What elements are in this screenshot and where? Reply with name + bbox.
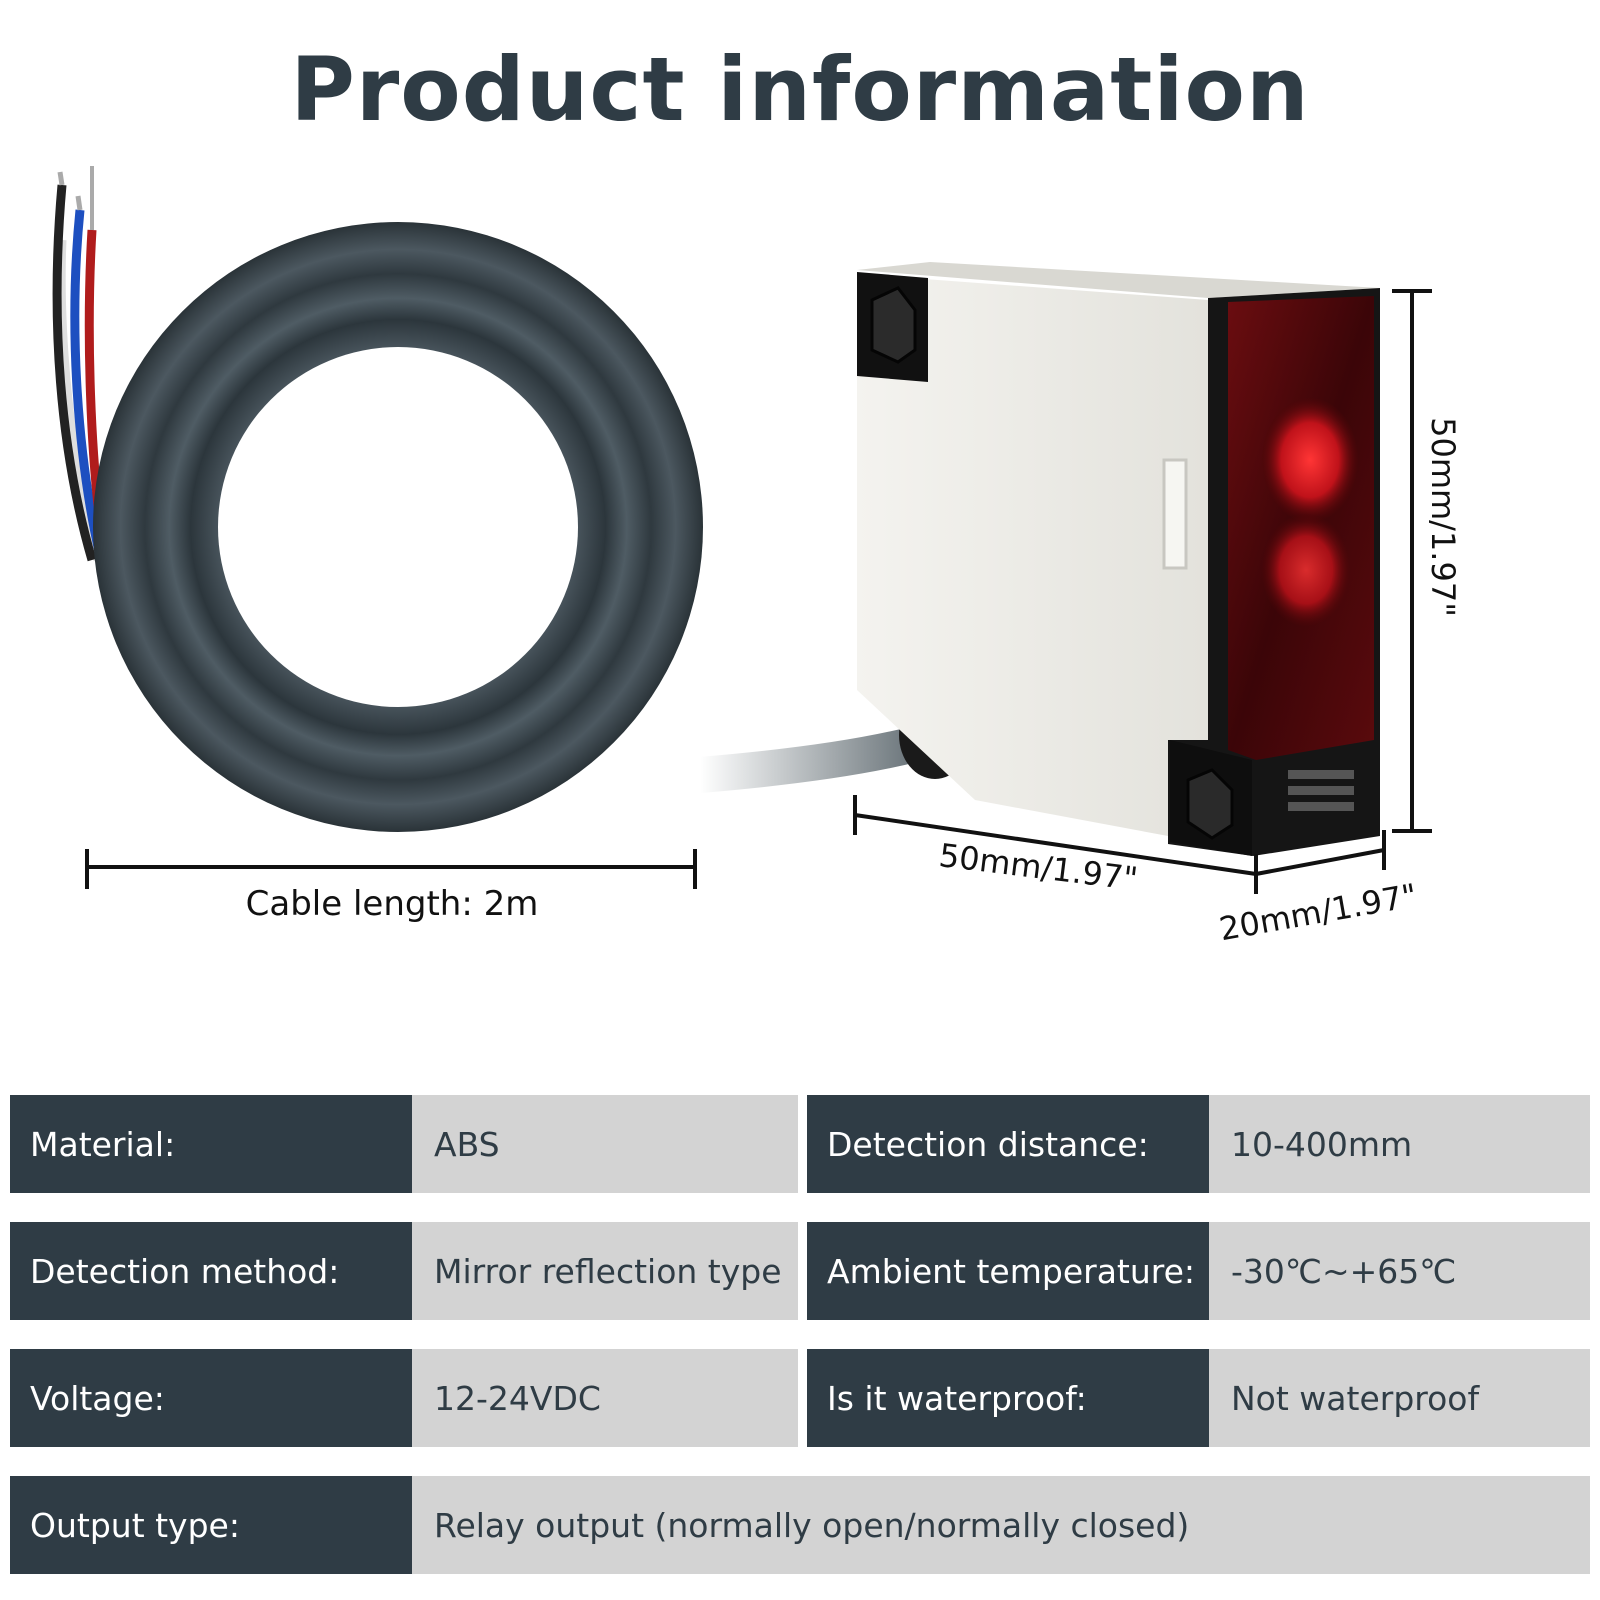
spec-value: ABS: [412, 1095, 798, 1193]
sensor-cable: [682, 722, 948, 793]
spec-value: 10-400mm: [1209, 1095, 1590, 1193]
led-lens-upper-icon: [1262, 398, 1358, 522]
spec-row-material: Material: ABS Detection distance: 10-400…: [10, 1095, 1590, 1193]
product-illustration: Cable length: 2m 50mm/1.97": [52, 166, 1462, 948]
spec-value: Mirror reflection type: [412, 1222, 798, 1320]
page-title: Product information: [290, 38, 1310, 141]
cable-length-dimension: Cable length: 2m: [85, 849, 697, 924]
spec-label: Output type:: [10, 1476, 412, 1574]
cable-length-label: Cable length: 2m: [246, 884, 539, 924]
height-dimension: 50mm/1.97": [1392, 289, 1462, 833]
height-label: 50mm/1.97": [1424, 417, 1462, 617]
width-label: 50mm/1.97": [937, 836, 1140, 898]
spec-row-output-type: Output type: Relay output (normally open…: [10, 1476, 1590, 1574]
spec-label: Detection method:: [10, 1222, 412, 1320]
spec-label: Ambient temperature:: [807, 1222, 1209, 1320]
spec-value: Relay output (normally open/normally clo…: [412, 1476, 1590, 1574]
spec-row-detection-method: Detection method: Mirror reflection type…: [10, 1222, 1590, 1320]
sensor-body: [857, 262, 1380, 856]
depth-label: 20mm/1.97": [1216, 876, 1419, 948]
spec-label: Is it waterproof:: [807, 1349, 1209, 1447]
spec-label: Material:: [10, 1095, 412, 1193]
cable-coil: [93, 222, 703, 832]
spec-value: Not waterproof: [1209, 1349, 1590, 1447]
spec-value: 12-24VDC: [412, 1349, 798, 1447]
spec-label: Voltage:: [10, 1349, 412, 1447]
spec-label: Detection distance:: [807, 1095, 1209, 1193]
spec-row-voltage: Voltage: 12-24VDC Is it waterproof: Not …: [10, 1349, 1590, 1447]
led-lens-lower-icon: [1262, 514, 1350, 626]
spec-value: -30℃~+65℃: [1209, 1222, 1590, 1320]
